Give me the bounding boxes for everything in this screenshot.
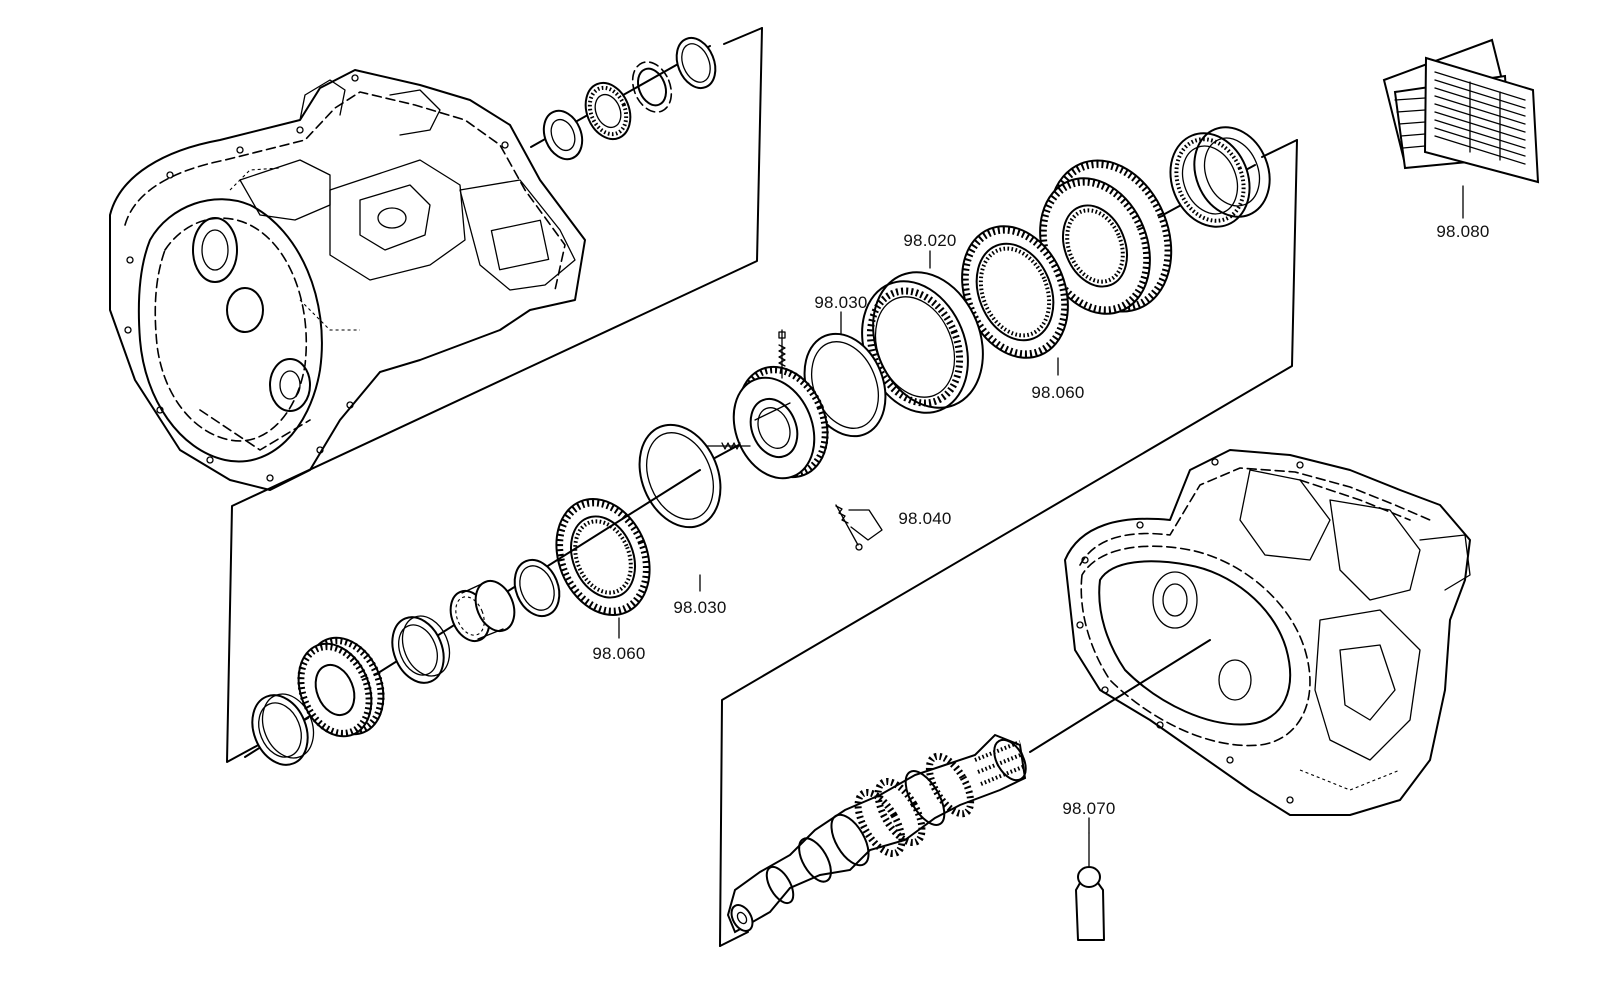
callout-98040: 98.040 [898,509,951,528]
helical-gear-lower [297,636,385,738]
document-text-lines [1394,71,1526,165]
callout-98030-bottom: 98.030 [673,598,726,617]
needle-bearing-right [1169,126,1271,228]
upper-ring-3 [675,36,717,90]
callout-98060-right: 98.060 [1031,383,1084,402]
bearing-ring-lower [391,615,451,684]
right-housing-bolt-holes [1076,458,1304,804]
callout-98060-left: 98.060 [592,644,645,663]
transmission-housing-left [109,69,586,491]
upper-bearing-stack [530,36,717,161]
documents-98080 [1382,38,1540,219]
assembly-frame-lines [226,27,1298,947]
helical-gear-right [1039,159,1173,315]
transmission-housing-right [1064,449,1471,816]
part-tag-98070 [1075,832,1105,941]
shaft-assembly-line [1029,639,1211,753]
synchro-ring-98060-left [555,497,651,617]
callout-98070: 98.070 [1062,799,1115,818]
small-ring-lower [513,558,561,618]
callout-98020: 98.020 [903,231,956,250]
upper-bearing [584,81,632,141]
bushing-lower [449,579,516,643]
upper-ring-2 [631,61,673,113]
upper-ring-1 [542,109,584,161]
ring-98030-lower [638,423,722,529]
detent-pin-98040 [835,504,883,551]
callout-leaders [618,250,1090,834]
synchro-ring-98060-right [961,225,1069,359]
callout-98080: 98.080 [1436,222,1489,241]
detent-pin-top [778,329,786,379]
housing-bolt-holes [124,74,509,482]
callout-98030-top: 98.030 [814,293,867,312]
synchro-hub [732,365,829,480]
main-shaft [726,733,1027,934]
end-bearing-ring [251,693,315,766]
